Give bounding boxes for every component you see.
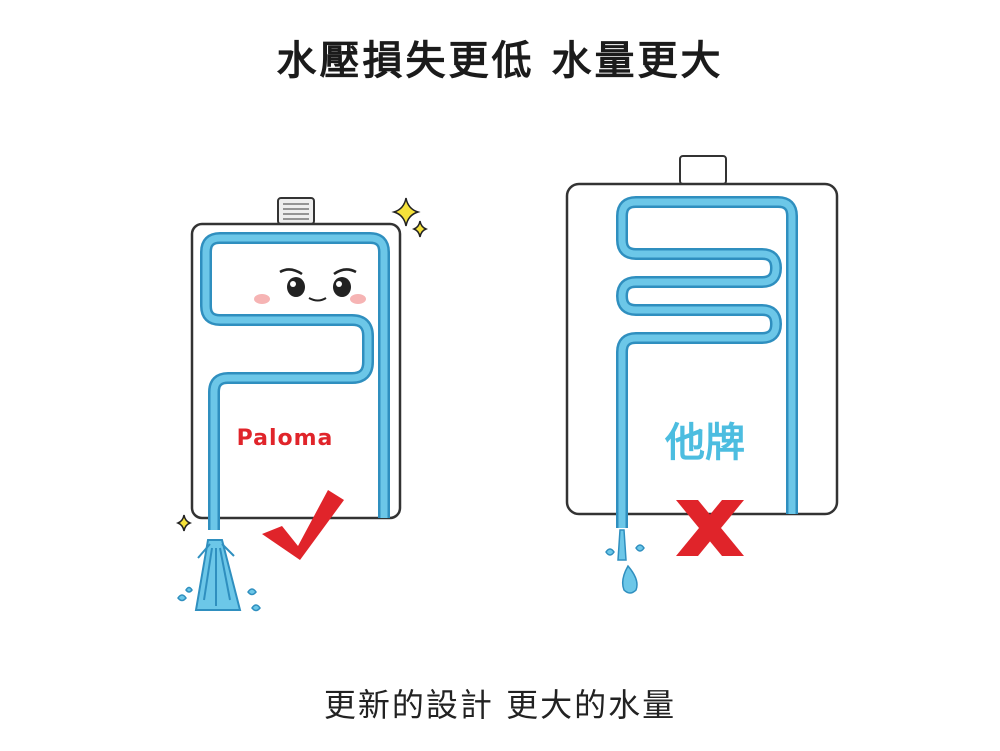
sparkle-icon (175, 197, 429, 532)
check-mark-icon (262, 490, 344, 560)
paloma-heater (175, 197, 429, 612)
heater-connector (277, 197, 315, 225)
heater-connector (679, 155, 727, 185)
other-brand-heater (565, 155, 839, 594)
water-pipe (616, 196, 798, 528)
other-brand-label: 他牌 (665, 420, 745, 466)
smiling-face-icon (254, 268, 366, 304)
heater-body (190, 222, 402, 520)
weak-water-drip-icon (605, 529, 645, 594)
strong-water-spray-icon (177, 539, 261, 612)
paloma-brand-label: Paloma (236, 426, 334, 451)
x-mark-icon (676, 500, 744, 556)
page-title: 水壓損失更低 水量更大 (276, 38, 724, 84)
bottom-caption: 更新的設計 更大的水量 (323, 686, 677, 724)
